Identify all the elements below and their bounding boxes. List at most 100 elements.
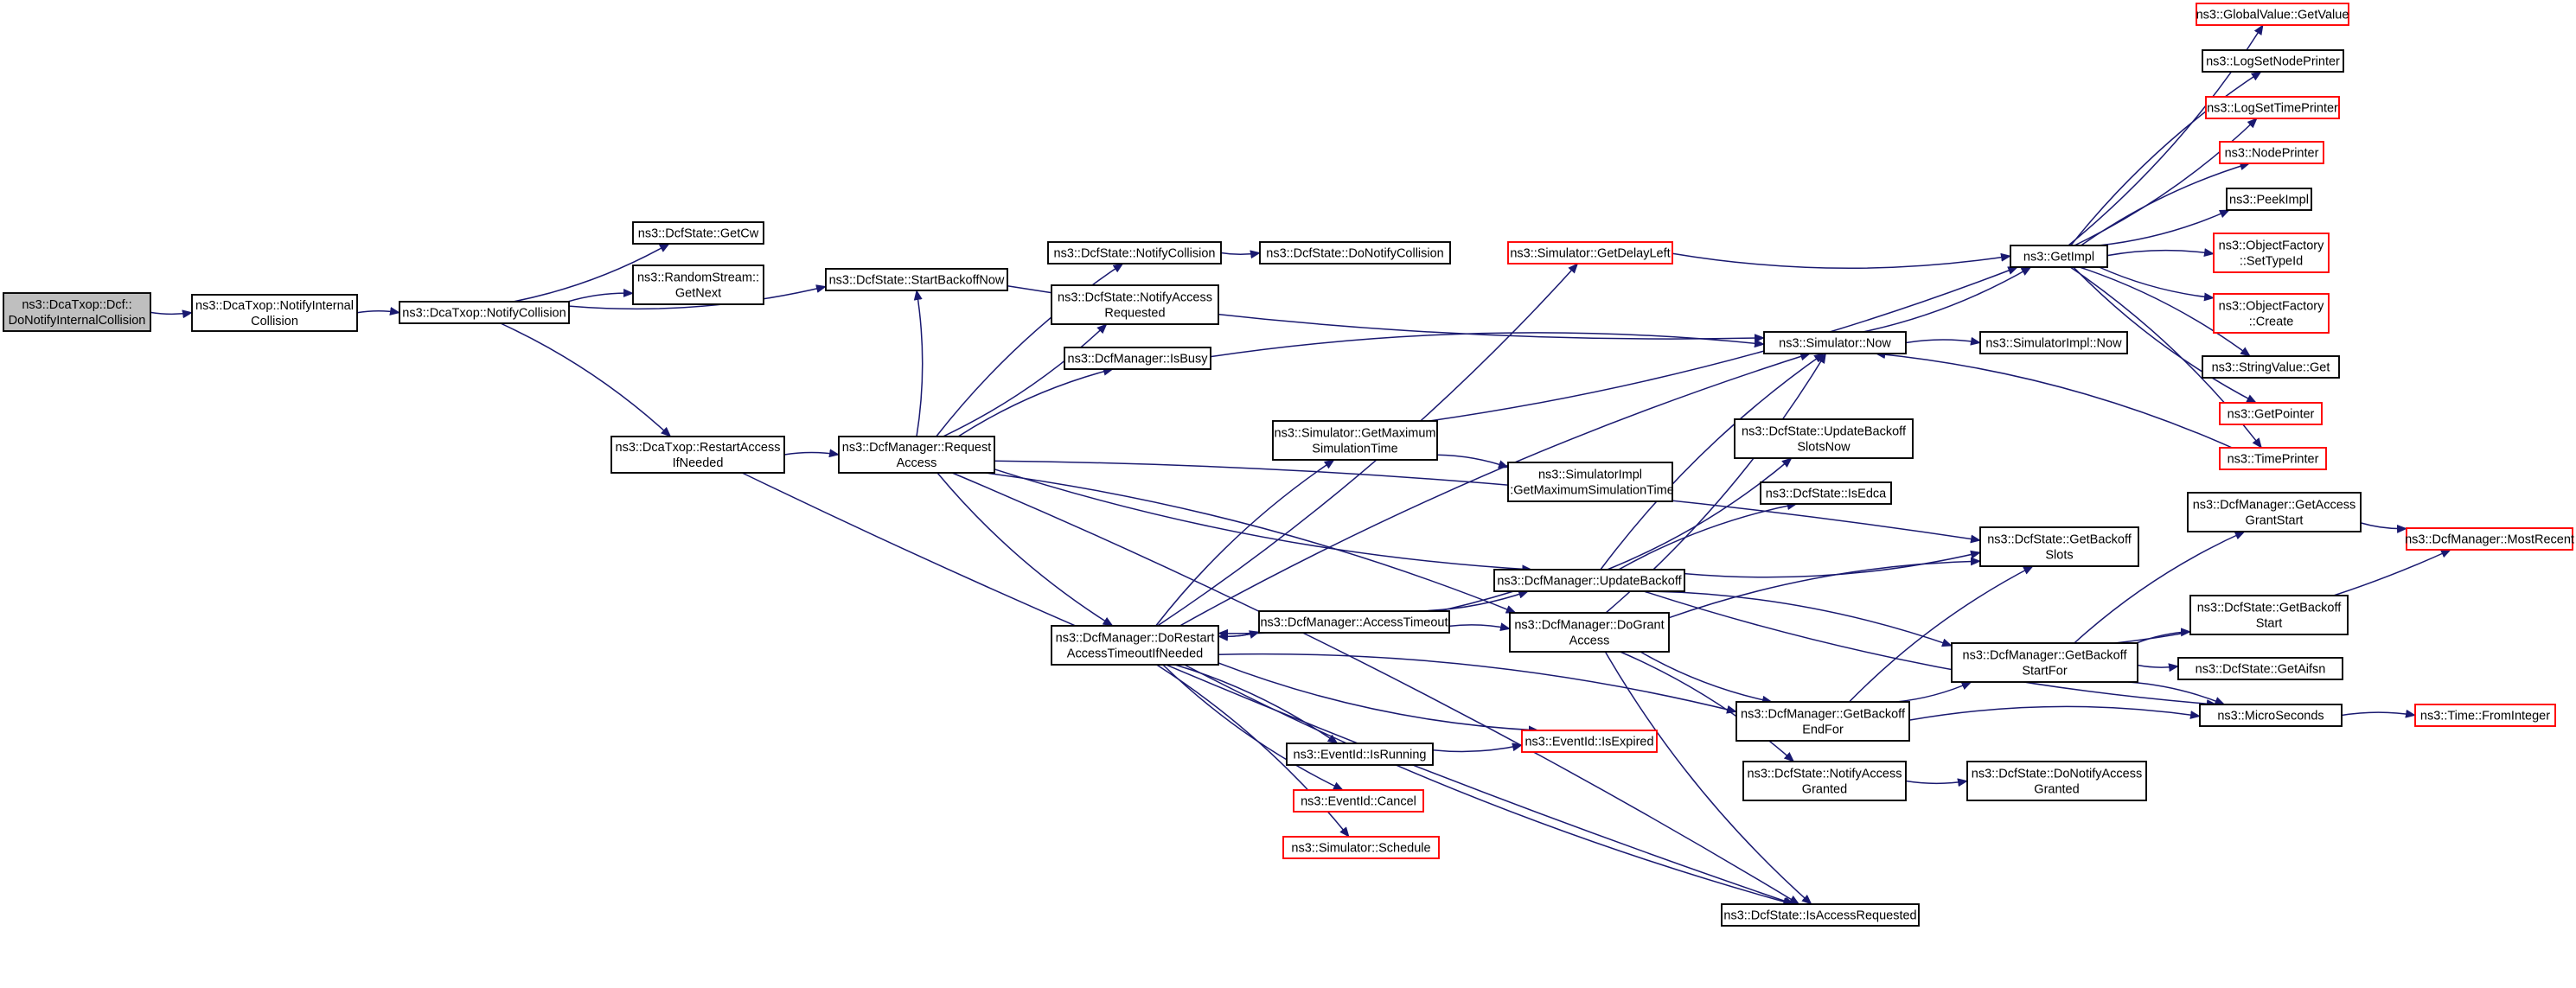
- node-box: [2010, 245, 2108, 268]
- node-box: [2219, 447, 2327, 470]
- node-box: [2196, 3, 2349, 26]
- node-cancel[interactable]: ns3::EventId::Cancel: [1293, 789, 1424, 813]
- node-randomNext[interactable]: ns3::RandomStream::GetNext: [632, 265, 764, 305]
- node-notifyCollision[interactable]: ns3::DcaTxop::NotifyCollision: [399, 301, 570, 324]
- node-isEdca[interactable]: ns3::DcfState::IsEdca: [1760, 481, 1892, 505]
- edge-accessTimeout-to-updateBackoff: [1415, 590, 1530, 612]
- edge-notifyInternal-to-notifyCollision: [356, 307, 400, 316]
- node-label: GetNext: [675, 287, 721, 301]
- node-getAifsn[interactable]: ns3::DcfState::GetAifsn: [2177, 657, 2343, 680]
- node-logNodePrinter[interactable]: ns3::LogSetNodePrinter: [2202, 49, 2344, 73]
- node-getImpl[interactable]: ns3::GetImpl: [2010, 245, 2108, 268]
- node-label: Access: [1569, 634, 1610, 648]
- node-getDelayLeft[interactable]: ns3::Simulator::GetDelayLeft: [1507, 241, 1673, 265]
- node-box: [1760, 481, 1892, 505]
- node-implNow[interactable]: ns3::SimulatorImpl::Now: [1979, 331, 2128, 354]
- node-stringGet[interactable]: ns3::StringValue::Get: [2202, 355, 2340, 379]
- node-root[interactable]: ns3::DcaTxop::Dcf::DoNotifyInternalColli…: [3, 292, 151, 332]
- edge-restartAccess-to-isAccessReq: [741, 472, 1795, 906]
- node-peekImpl[interactable]: ns3::PeekImpl: [2226, 188, 2312, 211]
- node-label: ns3::DcfManager::MostRecent: [2405, 533, 2574, 547]
- edge-doRestart-to-isExpired: [1218, 662, 1539, 735]
- edge-getImpl-to-peekImpl: [2098, 209, 2230, 246]
- node-fromInteger[interactable]: ns3::Time::FromInteger: [2414, 704, 2556, 727]
- node-ofSetTypeId[interactable]: ns3::ObjectFactory::SetTypeId: [2213, 233, 2330, 273]
- edge-getBackoffEnd-to-getBackoffSlots: [1848, 565, 2034, 703]
- node-label: ns3::DcfState::StartBackoffNow: [829, 274, 1005, 288]
- node-isExpired[interactable]: ns3::EventId::IsExpired: [1521, 730, 1658, 753]
- node-label: ns3::DcfState::GetBackoff: [1987, 533, 2132, 547]
- node-schedule[interactable]: ns3::Simulator::Schedule: [1282, 836, 1440, 859]
- edge-restartAccess-to-requestAccess: [783, 449, 840, 458]
- node-getPointer[interactable]: ns3::GetPointer: [2219, 402, 2323, 425]
- node-getCw[interactable]: ns3::DcfState::GetCw: [632, 221, 764, 245]
- node-getMaxSim[interactable]: ns3::Simulator::GetMaximumSimulationTime: [1272, 420, 1438, 461]
- edge-updateBackoff-to-getBackoffSlots: [1684, 550, 1981, 578]
- node-doNotifyCollision[interactable]: ns3::DcfState::DoNotifyCollision: [1259, 241, 1451, 265]
- edge-getImpl-to-getPointer: [2073, 266, 2258, 404]
- node-logTimePrinter[interactable]: ns3::LogSetTimePrinter: [2205, 96, 2340, 119]
- node-doRestart[interactable]: ns3::DcfManager::DoRestartAccessTimeoutI…: [1051, 625, 1219, 666]
- edge-getDelayLeft-to-getImpl: [1672, 252, 2011, 270]
- node-box: [2226, 188, 2312, 211]
- node-ofCreate[interactable]: ns3::ObjectFactory::Create: [2213, 293, 2330, 334]
- node-box: [2406, 527, 2573, 551]
- edge-doRestart-to-cancel: [1162, 664, 1344, 791]
- node-notifyInternal[interactable]: ns3::DcaTxop::NotifyInternalCollision: [191, 294, 358, 332]
- edge-getBackoffEnd-to-microSeconds: [1908, 705, 2201, 721]
- node-isBusy[interactable]: ns3::DcfManager::IsBusy: [1064, 347, 1211, 370]
- node-stNotifyCollision[interactable]: ns3::DcfState::NotifyCollision: [1047, 241, 1222, 265]
- node-isRunning[interactable]: ns3::EventId::IsRunning: [1286, 743, 1434, 766]
- node-updateBackoff[interactable]: ns3::DcfManager::UpdateBackoff: [1493, 569, 1685, 592]
- node-label: ns3::Simulator::GetDelayLeft: [1510, 247, 1670, 261]
- edge-getImpl-to-ofCreate: [2099, 266, 2215, 302]
- node-label: ns3::DcfState::DoNotifyAccess: [1972, 768, 2142, 781]
- edge-stNotifyCollision-to-doNotifyCollision: [1220, 250, 1261, 259]
- node-box: [632, 221, 764, 245]
- edge-doRestart-to-isAccessReq: [1184, 664, 1794, 906]
- node-mostRecent[interactable]: ns3::DcfManager::MostRecent: [2405, 527, 2574, 551]
- node-box: [1258, 610, 1450, 634]
- node-now[interactable]: ns3::Simulator::Now: [1763, 331, 1907, 354]
- node-implGetMax[interactable]: ns3::SimulatorImpl::GetMaximumSimulation…: [1506, 462, 1674, 502]
- node-box: [2414, 704, 2556, 727]
- node-box: [1064, 347, 1211, 370]
- node-startBackoff[interactable]: ns3::DcfState::StartBackoffNow: [825, 268, 1008, 291]
- edge-doGrant-to-notifyAccessGranted: [1620, 651, 1795, 762]
- edge-getAccessGrantStart-to-mostRecent: [2360, 522, 2407, 533]
- node-label: ns3::DcfState::NotifyAccess: [1748, 768, 1902, 781]
- node-box: [1763, 331, 1907, 354]
- node-label: ns3::DcfManager::UpdateBackoff: [1497, 575, 1682, 589]
- node-box: [1272, 420, 1438, 461]
- node-label: ns3::DcaTxop::NotifyInternal: [195, 299, 354, 313]
- node-label: ns3::GetPointer: [2228, 408, 2315, 422]
- node-timePrinter[interactable]: ns3::TimePrinter: [2219, 447, 2327, 470]
- edge-requestAccess-to-getBackoffSlots: [994, 460, 1981, 544]
- node-box: [1051, 625, 1219, 666]
- edges-layer: [150, 24, 2451, 906]
- node-label: StartFor: [2022, 665, 2068, 679]
- node-label: ns3::PeekImpl: [2229, 194, 2309, 207]
- node-box: [838, 436, 995, 474]
- edge-requestAccess-to-isBusy: [957, 367, 1114, 437]
- edge-doGrant-to-getBackoffEnd: [1640, 651, 1773, 704]
- node-nodePrinter[interactable]: ns3::NodePrinter: [2219, 141, 2324, 164]
- node-isAccessReq[interactable]: ns3::DcfState::IsAccessRequested: [1721, 903, 1920, 927]
- edge-doGrant-to-getBackoffSlots: [1668, 557, 1981, 619]
- node-microSeconds[interactable]: ns3::MicroSeconds: [2199, 704, 2343, 727]
- node-globalGetValue[interactable]: ns3::GlobalValue::GetValue: [2196, 3, 2349, 26]
- node-accessTimeout[interactable]: ns3::DcfManager::AccessTimeout: [1258, 610, 1450, 634]
- node-box: [1259, 241, 1451, 265]
